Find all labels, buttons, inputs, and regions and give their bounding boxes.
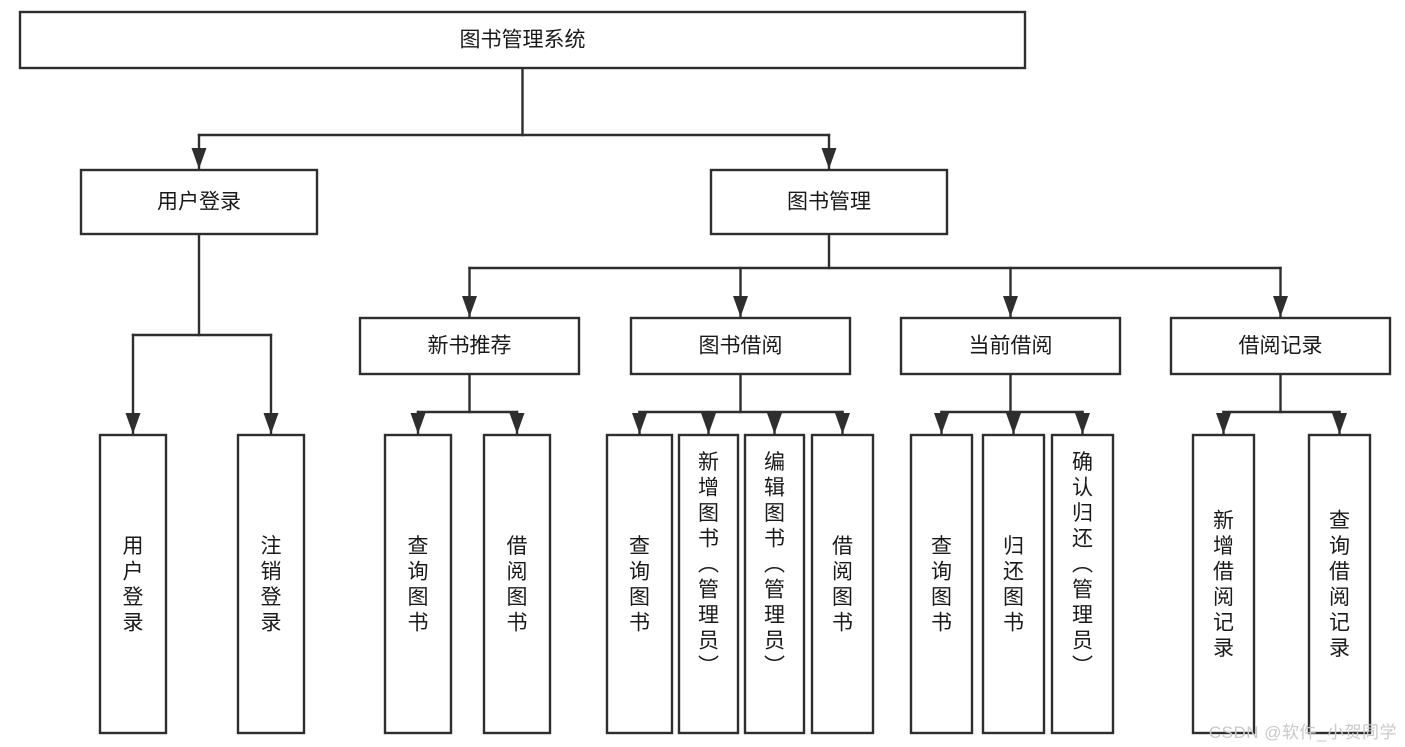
node-box [79,168,319,236]
arrow-head-icon [263,413,279,434]
node-box [605,433,674,735]
node-leaf-return-book[interactable]: 归还图书 [981,433,1046,735]
node-box [98,433,168,735]
node-book-borrow[interactable]: 图书借阅 [629,316,852,376]
node-box [1050,433,1115,735]
node-label: 用户登录 [157,191,241,214]
arrow-head-icon [733,296,748,317]
node-borrow-record[interactable]: 借阅记录 [1169,316,1392,376]
arrow-head-icon [1332,413,1347,434]
arrow-head-icon [821,148,837,169]
node-leaf-borrow-book[interactable]: 借阅图书 [810,433,875,735]
node-box [1191,433,1256,735]
arrow-head-icon [1003,296,1018,317]
node-current-borrow[interactable]: 当前借阅 [899,316,1122,376]
node-leaf-query-book-recommend[interactable]: 查询图书 [383,433,453,735]
arrow-head-icon [701,413,716,434]
node-label: 当前借阅 [969,335,1053,358]
node-label: 查询图书 [931,535,952,635]
node-label: 图书管理系统 [460,29,586,52]
node-box [236,433,306,735]
node-label: 借阅记录 [1239,335,1323,358]
arrow-head-icon [632,413,647,434]
node-label: 查询图书 [408,535,429,635]
node-leaf-add-borrow-record[interactable]: 新增借阅记录 [1191,433,1256,735]
arrow-head-icon [835,413,850,434]
node-label: 借阅图书 [507,535,528,635]
node-leaf-query-book-borrow[interactable]: 查询图书 [605,433,674,735]
node-label: 确认归还︵管理员︶ [1072,451,1093,678]
node-box [358,316,581,376]
node-leaf-confirm-return[interactable]: 确认归还︵管理员︶ [1050,433,1115,735]
node-new-book-recommend[interactable]: 新书推荐 [358,316,581,376]
arrow-head-icon [462,296,477,317]
arrow-head-icon [934,413,949,434]
node-label: 注销登录 [261,535,282,635]
node-box [383,433,453,735]
arrow-head-icon [1273,296,1288,317]
node-leaf-query-book-current[interactable]: 查询图书 [909,433,974,735]
node-label: 归还图书 [1003,535,1024,635]
node-leaf-logout[interactable]: 注销登录 [236,433,306,735]
arrow-head-icon [125,413,141,434]
node-label: 新书推荐 [428,335,512,358]
node-box [629,316,852,376]
node-box [1307,433,1372,735]
node-box [677,433,740,735]
node-book-manage[interactable]: 图书管理 [709,168,949,236]
node-leaf-query-borrow-record[interactable]: 查询借阅记录 [1307,433,1372,735]
arrow-head-icon [509,413,525,434]
node-leaf-edit-book[interactable]: 编辑图书︵管理员︶ [743,433,806,735]
node-box [1169,316,1392,376]
arrow-head-icon [767,413,782,434]
node-box [482,433,552,735]
arrow-head-icon [1216,413,1231,434]
node-label: 用户登录 [123,535,144,635]
node-box [810,433,875,735]
arrow-head-icon [191,148,207,169]
connectors-layer [125,66,1347,436]
node-box [909,433,974,735]
node-leaf-borrow-book-recommend[interactable]: 借阅图书 [482,433,552,735]
node-user-login[interactable]: 用户登录 [79,168,319,236]
node-label: 借阅图书 [832,535,853,635]
nodes-layer: 图书管理系统用户登录图书管理新书推荐图书借阅当前借阅借阅记录用户登录注销登录查询… [18,10,1392,735]
node-label: 查询图书 [629,535,650,635]
node-leaf-user-login[interactable]: 用户登录 [98,433,168,735]
node-label: 新增图书︵管理员︶ [698,451,719,678]
node-label: 图书管理 [787,191,871,214]
node-label: 查询借阅记录 [1329,509,1350,660]
node-label: 新增借阅记录 [1213,509,1234,660]
node-box [899,316,1122,376]
node-leaf-add-book[interactable]: 新增图书︵管理员︶ [677,433,740,735]
node-label: 编辑图书︵管理员︶ [764,451,785,678]
node-box [709,168,949,236]
node-box [981,433,1046,735]
node-label: 图书借阅 [699,335,783,358]
arrow-head-icon [1075,413,1090,434]
node-box [18,10,1027,70]
node-root[interactable]: 图书管理系统 [18,10,1027,70]
arrow-head-icon [1006,413,1021,434]
node-box [743,433,806,735]
watermark-text: CSDN @软件_小贺同学 [1208,723,1397,742]
arrow-head-icon [410,413,426,434]
